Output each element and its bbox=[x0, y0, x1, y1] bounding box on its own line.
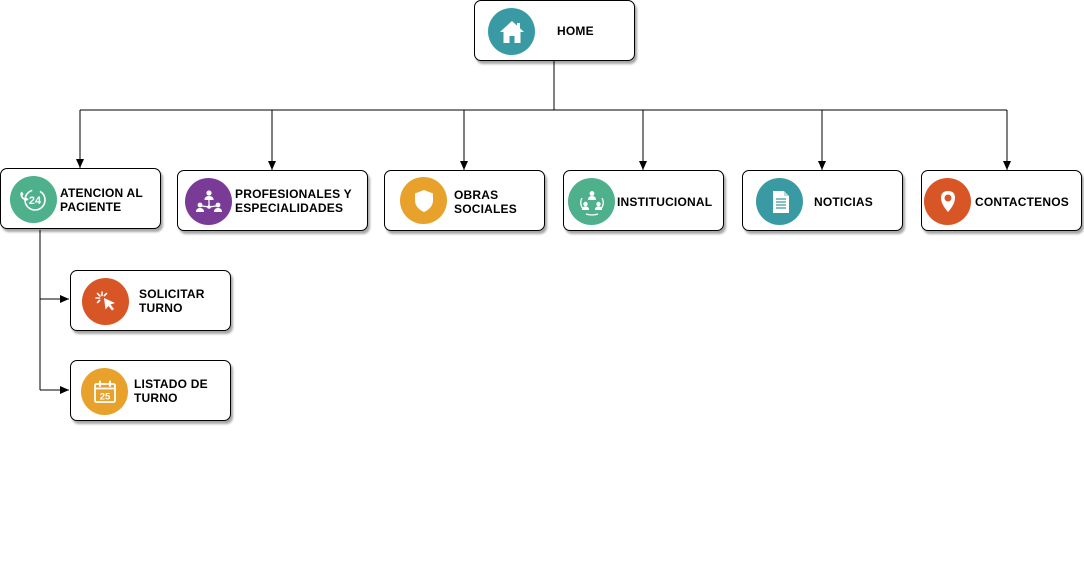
node-label-listado: LISTADO DE TURNO bbox=[134, 377, 208, 405]
node-label-profesionales: PROFESIONALES Y ESPECIALIDADES bbox=[235, 187, 352, 215]
calendar-day-number: 25 bbox=[99, 391, 110, 402]
node-solicitar-turno[interactable]: SOLICITAR TURNO bbox=[70, 270, 231, 331]
network-people-icon bbox=[185, 178, 232, 225]
node-label-atencion: ATENCION AL PACIENTE bbox=[60, 186, 143, 214]
home-icon bbox=[488, 8, 535, 55]
node-atencion-al-paciente[interactable]: 24 ATENCION AL PACIENTE bbox=[0, 168, 161, 229]
node-obras-sociales[interactable]: OBRAS SOCIALES bbox=[384, 170, 545, 231]
24h-phone-icon: 24 bbox=[10, 176, 57, 223]
node-label-contactenos: CONTACTENOS bbox=[975, 195, 1069, 209]
node-institucional[interactable]: INSTITUCIONAL bbox=[563, 170, 724, 231]
team-icon bbox=[568, 178, 615, 225]
node-profesionales[interactable]: PROFESIONALES Y ESPECIALIDADES bbox=[177, 170, 368, 231]
map-pin-icon bbox=[924, 178, 971, 225]
node-label-home: HOME bbox=[557, 24, 594, 38]
shield-icon bbox=[400, 177, 447, 224]
document-icon bbox=[756, 178, 803, 225]
svg-text:24: 24 bbox=[28, 195, 41, 207]
node-listado-de-turno[interactable]: 25 LISTADO DE TURNO bbox=[70, 360, 231, 421]
node-label-noticias: NOTICIAS bbox=[814, 195, 873, 209]
node-noticias[interactable]: NOTICIAS bbox=[742, 170, 903, 231]
node-label-institucional: INSTITUCIONAL bbox=[617, 195, 713, 209]
calendar-icon: 25 bbox=[81, 368, 128, 415]
node-home[interactable]: HOME bbox=[474, 0, 635, 61]
node-contactenos[interactable]: CONTACTENOS bbox=[921, 170, 1082, 231]
node-label-solicitar: SOLICITAR TURNO bbox=[139, 287, 205, 315]
click-pointer-icon bbox=[82, 278, 129, 325]
node-label-obras: OBRAS SOCIALES bbox=[454, 188, 517, 216]
